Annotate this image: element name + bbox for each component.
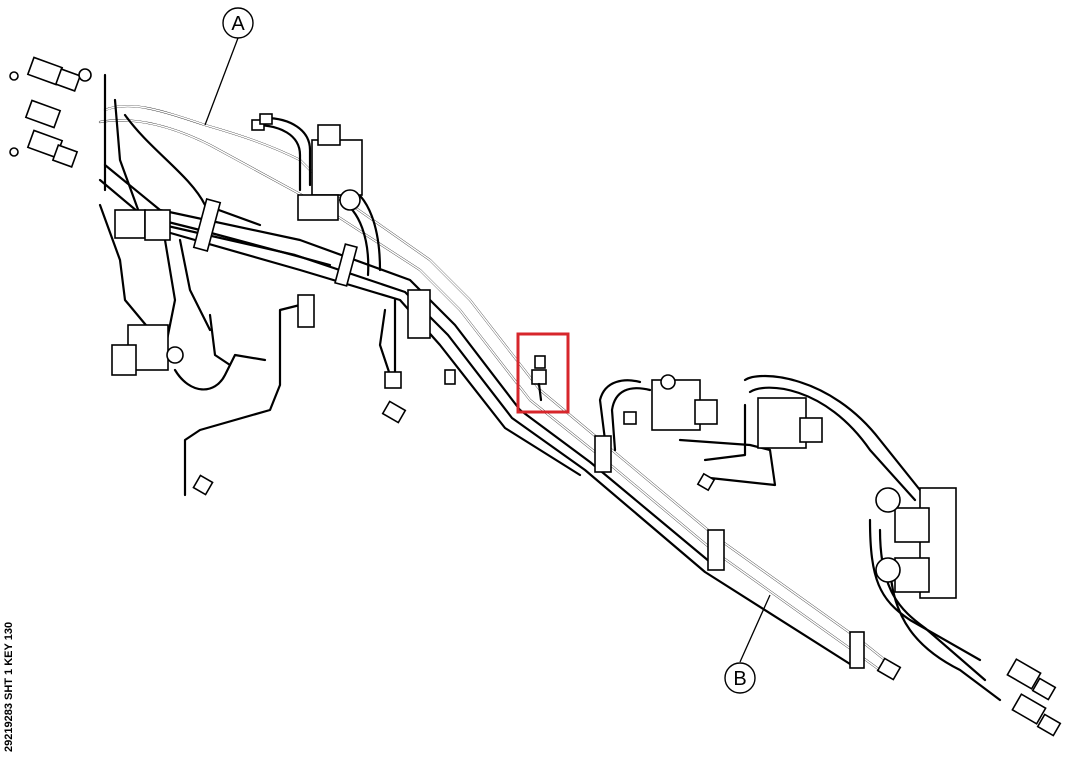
tube-bundle-main: [98, 73, 897, 678]
callout-b-label: B: [733, 668, 746, 690]
valve-upper: [297, 124, 363, 221]
tube-branch-right: [598, 374, 1002, 702]
block-left: [114, 209, 171, 241]
clamp-blocks: [192, 198, 865, 669]
highlighted-fitting: [531, 355, 547, 402]
couplings-left: [9, 56, 456, 496]
callout-b: B: [724, 594, 771, 694]
valve-right-cluster: [875, 487, 957, 599]
couplings-right: [623, 411, 1062, 737]
valve-lower-left: [111, 324, 184, 376]
figure-reference: 29219283 SHT 1 KEY 130: [3, 622, 15, 752]
callout-a: A: [204, 7, 254, 126]
highlight-box: [516, 332, 570, 414]
callout-a-label: A: [231, 13, 245, 35]
valve-center-right: [651, 374, 823, 449]
